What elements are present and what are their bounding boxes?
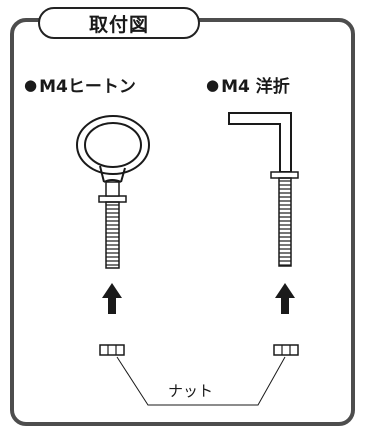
- item-label-text: M4ヒートン: [39, 77, 136, 97]
- item-label-l-hook: ● M4 洋折: [206, 72, 290, 98]
- nut-label: ナット: [168, 382, 214, 400]
- bullet-icon: ●: [24, 75, 38, 94]
- arrow-up-icon: [275, 283, 295, 314]
- item-label-text: M4 洋折: [221, 77, 290, 97]
- nut-icon: [273, 344, 299, 356]
- nut-icon: [99, 344, 125, 356]
- arrow-up-icon: [102, 283, 122, 314]
- nut-leader-lines: [116, 356, 286, 406]
- l-hook-screw-icon: [228, 112, 299, 267]
- item-label-eye-screw: ● M4ヒートン: [24, 72, 136, 98]
- diagram-frame: [10, 18, 355, 426]
- bullet-icon: ●: [206, 75, 220, 94]
- diagram-title: 取付図: [38, 7, 200, 39]
- eye-screw-icon: [76, 115, 150, 269]
